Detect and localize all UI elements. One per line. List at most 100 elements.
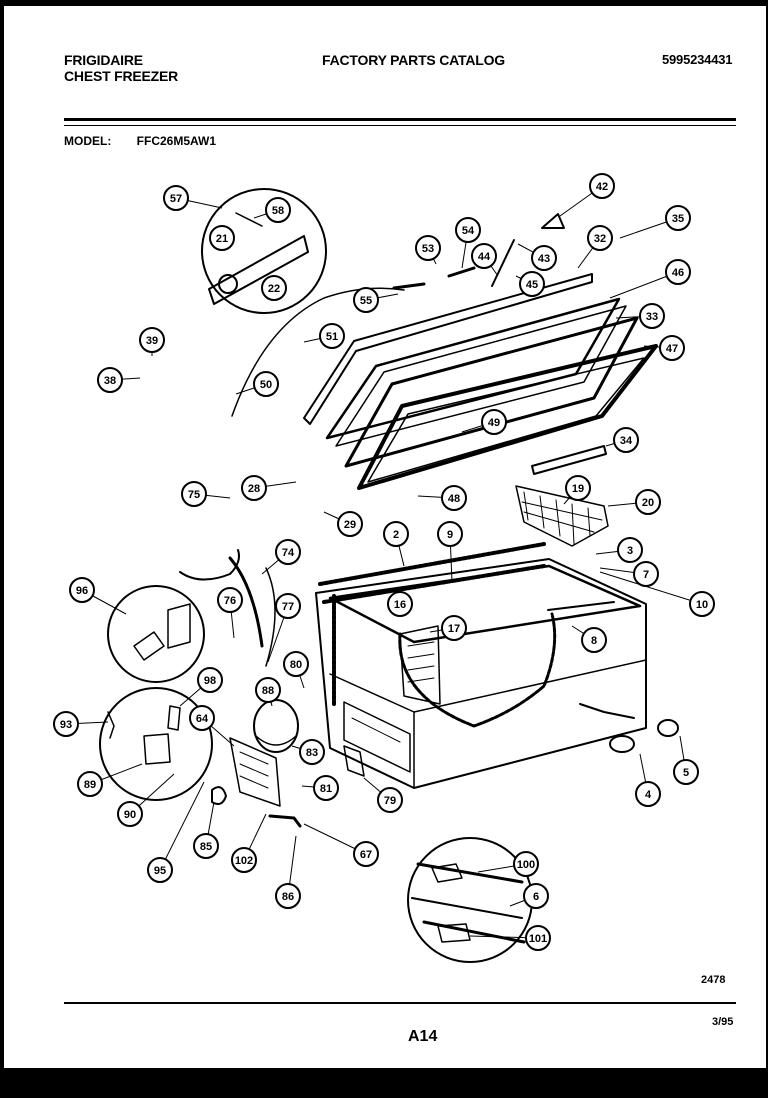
callout-bubble-43 bbox=[531, 245, 557, 271]
callout-bubble-10 bbox=[689, 591, 715, 617]
callout-label-76: 76 bbox=[224, 595, 236, 607]
callout-label-55: 55 bbox=[360, 295, 372, 307]
callout-label-95: 95 bbox=[154, 865, 166, 877]
callout-label-48: 48 bbox=[448, 493, 460, 505]
callout-label-86: 86 bbox=[282, 891, 294, 903]
lock-key bbox=[541, 213, 565, 229]
callout-label-19: 19 bbox=[572, 483, 584, 495]
callout-label-89: 89 bbox=[84, 779, 96, 791]
callout-bubble-74 bbox=[275, 539, 301, 565]
detail-circle-switch bbox=[201, 188, 327, 314]
callout-bubble-32 bbox=[587, 225, 613, 251]
model-label: MODEL: bbox=[64, 134, 112, 148]
callout-label-98: 98 bbox=[204, 675, 216, 687]
callout-label-64: 64 bbox=[196, 713, 209, 725]
callout-label-90: 90 bbox=[124, 809, 136, 821]
callout-bubble-95 bbox=[147, 857, 173, 883]
page-number: A14 bbox=[408, 1028, 438, 1045]
callout-bubble-67 bbox=[353, 841, 379, 867]
callout-label-96: 96 bbox=[76, 585, 88, 597]
callout-bubble-89 bbox=[77, 771, 103, 797]
callout-label-4: 4 bbox=[645, 789, 652, 801]
model-row: MODEL: FFC26M5AW1 bbox=[64, 134, 238, 148]
callout-label-5: 5 bbox=[683, 767, 689, 779]
callout-label-47: 47 bbox=[666, 343, 678, 355]
callout-bubble-55 bbox=[353, 287, 379, 313]
callout-label-75: 75 bbox=[188, 489, 200, 501]
thermostat-bar bbox=[531, 445, 607, 475]
compressor bbox=[253, 699, 299, 753]
callout-bubble-50 bbox=[253, 371, 279, 397]
callout-label-6: 6 bbox=[533, 891, 539, 903]
callout-label-74: 74 bbox=[282, 547, 295, 559]
callout-bubble-20 bbox=[635, 489, 661, 515]
callout-label-85: 85 bbox=[200, 841, 212, 853]
callout-bubble-35 bbox=[665, 205, 691, 231]
callout-bubble-85 bbox=[193, 833, 219, 859]
callout-label-81: 81 bbox=[320, 783, 332, 795]
callout-label-16: 16 bbox=[394, 599, 406, 611]
catalog-number: 5995234431 bbox=[662, 52, 733, 67]
detail-circle-outlet bbox=[107, 585, 205, 683]
callout-label-77: 77 bbox=[282, 601, 294, 613]
callout-label-80: 80 bbox=[290, 659, 302, 671]
callout-bubble-38 bbox=[97, 367, 123, 393]
callout-bubble-9 bbox=[437, 521, 463, 547]
callout-bubble-83 bbox=[299, 739, 325, 765]
callout-bubble-80 bbox=[283, 651, 309, 677]
revision-date: 3/95 bbox=[712, 1016, 734, 1028]
callout-bubble-57 bbox=[163, 185, 189, 211]
callout-bubble-79 bbox=[377, 787, 403, 813]
callout-label-39: 39 bbox=[146, 335, 158, 347]
callout-label-46: 46 bbox=[672, 267, 684, 279]
callout-bubble-98 bbox=[197, 667, 223, 693]
catalog-title: FACTORY PARTS CATALOG bbox=[322, 52, 505, 68]
callout-label-35: 35 bbox=[672, 213, 684, 225]
callout-bubble-81 bbox=[313, 775, 339, 801]
callout-bubble-88 bbox=[255, 677, 281, 703]
compressor-cover bbox=[229, 737, 281, 807]
callout-label-38: 38 bbox=[104, 375, 116, 387]
callout-bubble-42 bbox=[589, 173, 615, 199]
callout-bubble-102 bbox=[231, 847, 257, 873]
callout-bubble-6 bbox=[523, 883, 549, 909]
callout-bubble-21 bbox=[209, 225, 235, 251]
callout-bubble-46 bbox=[665, 259, 691, 285]
callout-bubble-86 bbox=[275, 883, 301, 909]
callout-label-88: 88 bbox=[262, 685, 274, 697]
callout-bubble-58 bbox=[265, 197, 291, 223]
callout-label-53: 53 bbox=[422, 243, 434, 255]
callout-label-44: 44 bbox=[478, 251, 491, 263]
callout-label-3: 3 bbox=[627, 545, 633, 557]
callout-label-45: 45 bbox=[526, 279, 538, 291]
callout-label-93: 93 bbox=[60, 719, 72, 731]
callout-label-43: 43 bbox=[538, 253, 550, 265]
callout-label-54: 54 bbox=[462, 225, 475, 237]
callout-bubble-77 bbox=[275, 593, 301, 619]
callout-bubble-76 bbox=[217, 587, 243, 613]
callout-bubble-29 bbox=[337, 511, 363, 537]
callout-bubble-48 bbox=[441, 485, 467, 511]
callout-label-50: 50 bbox=[260, 379, 272, 391]
callout-bubble-93 bbox=[53, 711, 79, 737]
callout-bubble-47 bbox=[659, 335, 685, 361]
brand-name: FRIGIDAIRE bbox=[64, 52, 143, 68]
callout-label-29: 29 bbox=[344, 519, 356, 531]
callout-label-34: 34 bbox=[620, 435, 633, 447]
header-rule-thin bbox=[64, 125, 736, 126]
callout-label-57: 57 bbox=[170, 193, 182, 205]
divider-panel bbox=[399, 625, 441, 705]
callout-bubble-16 bbox=[387, 591, 413, 617]
callout-label-33: 33 bbox=[646, 311, 658, 323]
callout-bubble-51 bbox=[319, 323, 345, 349]
callout-label-9: 9 bbox=[447, 529, 453, 541]
light-switch-plate bbox=[208, 235, 309, 305]
callout-label-83: 83 bbox=[306, 747, 318, 759]
callout-bubble-53 bbox=[415, 235, 441, 261]
callout-label-67: 67 bbox=[360, 849, 372, 861]
callout-bubble-44 bbox=[471, 243, 497, 269]
callout-label-42: 42 bbox=[596, 181, 608, 193]
callout-bubble-101 bbox=[525, 925, 551, 951]
callout-bubble-45 bbox=[519, 271, 545, 297]
